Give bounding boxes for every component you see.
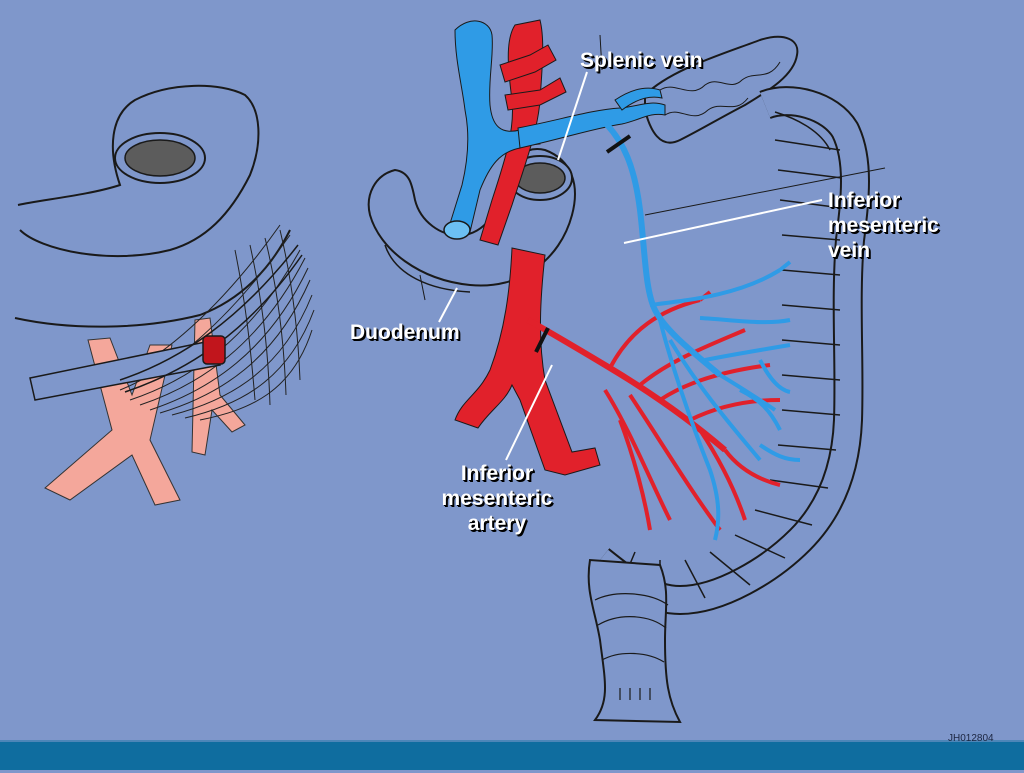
leader-ima — [505, 364, 553, 461]
leader-duodenum — [438, 287, 458, 323]
leader-lines — [438, 71, 823, 461]
ima-ligature — [534, 327, 550, 353]
ima-branches — [603, 290, 781, 532]
label-inferior-mesenteric-vein: Inferior mesenteric vein — [828, 188, 939, 263]
left-tube — [29, 339, 221, 401]
leader-imv — [623, 199, 823, 244]
portal-vein-cut — [443, 220, 471, 240]
splenic-ligature — [605, 134, 632, 154]
left-lumen-inner — [124, 139, 196, 177]
splenic-branches — [614, 87, 663, 111]
label-ima-line-1: Inferior — [460, 462, 534, 485]
imv-branches — [649, 260, 801, 541]
left-pink-vessel — [44, 337, 181, 506]
colon — [590, 86, 870, 616]
label-ima-line-3: artery — [467, 512, 527, 535]
label-inferior-mesenteric-artery: Inferior mesenteric artery — [428, 461, 566, 536]
portal-vein — [447, 20, 521, 233]
image-code: JH012804 — [948, 733, 994, 744]
aorta-lower — [454, 247, 601, 476]
label-duodenum: Duodenum — [350, 321, 460, 344]
rectum-detail — [594, 593, 669, 700]
leader-line-shadows — [419, 34, 886, 301]
label-ima-line-2: mesenteric — [441, 487, 553, 510]
label-imv-line-3: vein — [828, 239, 871, 262]
venous-tree — [443, 20, 801, 541]
label-imv-line-1: Inferior — [828, 189, 901, 212]
leader-splenic — [557, 71, 588, 161]
left-mesentery-hatching — [109, 224, 315, 421]
splenic-vein — [517, 102, 666, 149]
left-inset-illustration — [14, 84, 315, 506]
imv — [597, 115, 722, 378]
duodenum-lower-edge — [384, 244, 471, 293]
left-ligature-tie — [202, 335, 226, 365]
pancreas — [644, 35, 799, 144]
label-imv-line-2: mesenteric — [828, 214, 939, 237]
label-splenic-vein: Splenic vein — [580, 49, 703, 72]
rectum — [587, 558, 682, 724]
footer-bar — [0, 740, 1024, 770]
